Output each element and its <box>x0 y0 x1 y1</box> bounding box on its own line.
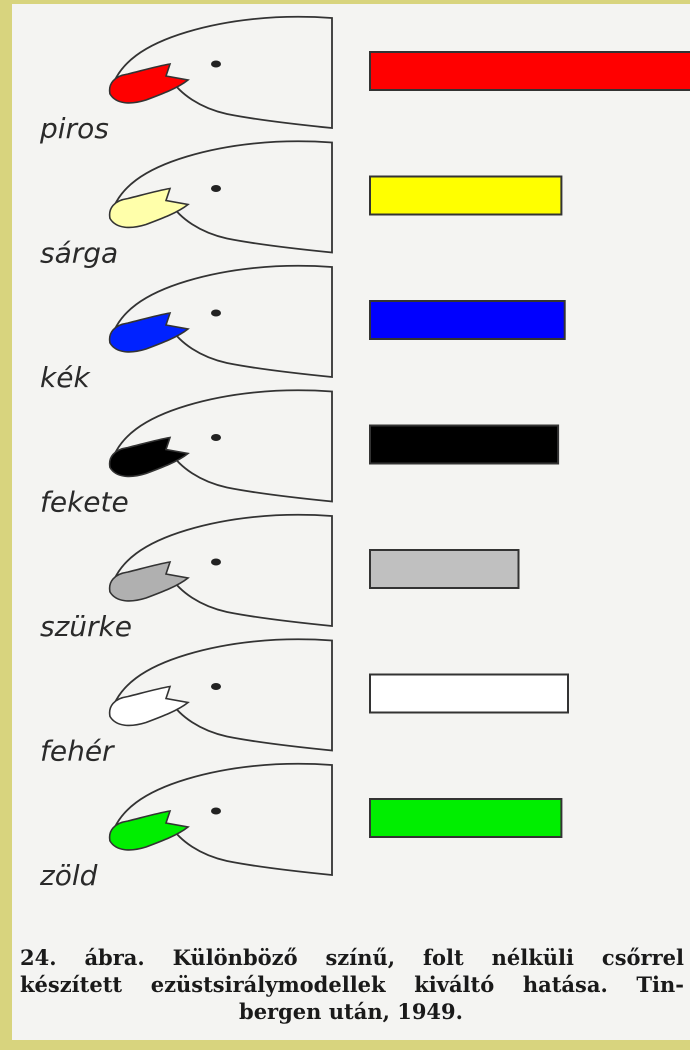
bar-kek <box>370 301 565 339</box>
bar-feher <box>370 675 568 713</box>
eye-icon <box>211 434 221 441</box>
category-label-sarga: sárga <box>40 237 118 270</box>
caption-line-3: bergen után, 1949. <box>12 998 690 1025</box>
figure-caption: 24. ábra. Különböző színű, folt nélküli … <box>12 944 690 1025</box>
eye-icon <box>211 683 221 690</box>
eye-icon <box>211 61 221 68</box>
bar-sarga <box>370 177 561 215</box>
gull-head-piros <box>110 17 332 128</box>
bar-piros <box>370 52 690 90</box>
gull-head-feher <box>110 639 332 750</box>
eye-icon <box>211 559 221 566</box>
gull-head-kek <box>110 266 332 377</box>
chart: piros sárga kék fekete szürke fehér zöld <box>12 4 690 934</box>
gull-head-fekete <box>110 390 332 501</box>
category-label-szurke: szürke <box>40 610 132 643</box>
gull-head-szurke <box>110 515 332 626</box>
caption-line-1: 24. ábra. Különböző színű, folt nélküli … <box>12 944 690 971</box>
bar-zold <box>370 799 561 837</box>
category-label-zold: zöld <box>39 859 98 892</box>
eye-icon <box>211 808 221 815</box>
bar-fekete <box>370 426 558 464</box>
category-label-fekete: fekete <box>40 486 129 519</box>
gull-head-zold <box>110 764 332 875</box>
eye-icon <box>211 310 221 317</box>
category-label-kek: kék <box>40 361 91 394</box>
category-label-feher: fehér <box>40 735 115 768</box>
caption-line-2: készített ezüstsirálymodellek kiváltó ha… <box>12 971 690 998</box>
category-label-piros: piros <box>39 112 109 145</box>
figure: piros sárga kék fekete szürke fehér zöld 24. á… <box>12 4 690 1040</box>
gull-head-sarga <box>110 141 332 252</box>
eye-icon <box>211 185 221 192</box>
bar-szurke <box>370 550 519 588</box>
